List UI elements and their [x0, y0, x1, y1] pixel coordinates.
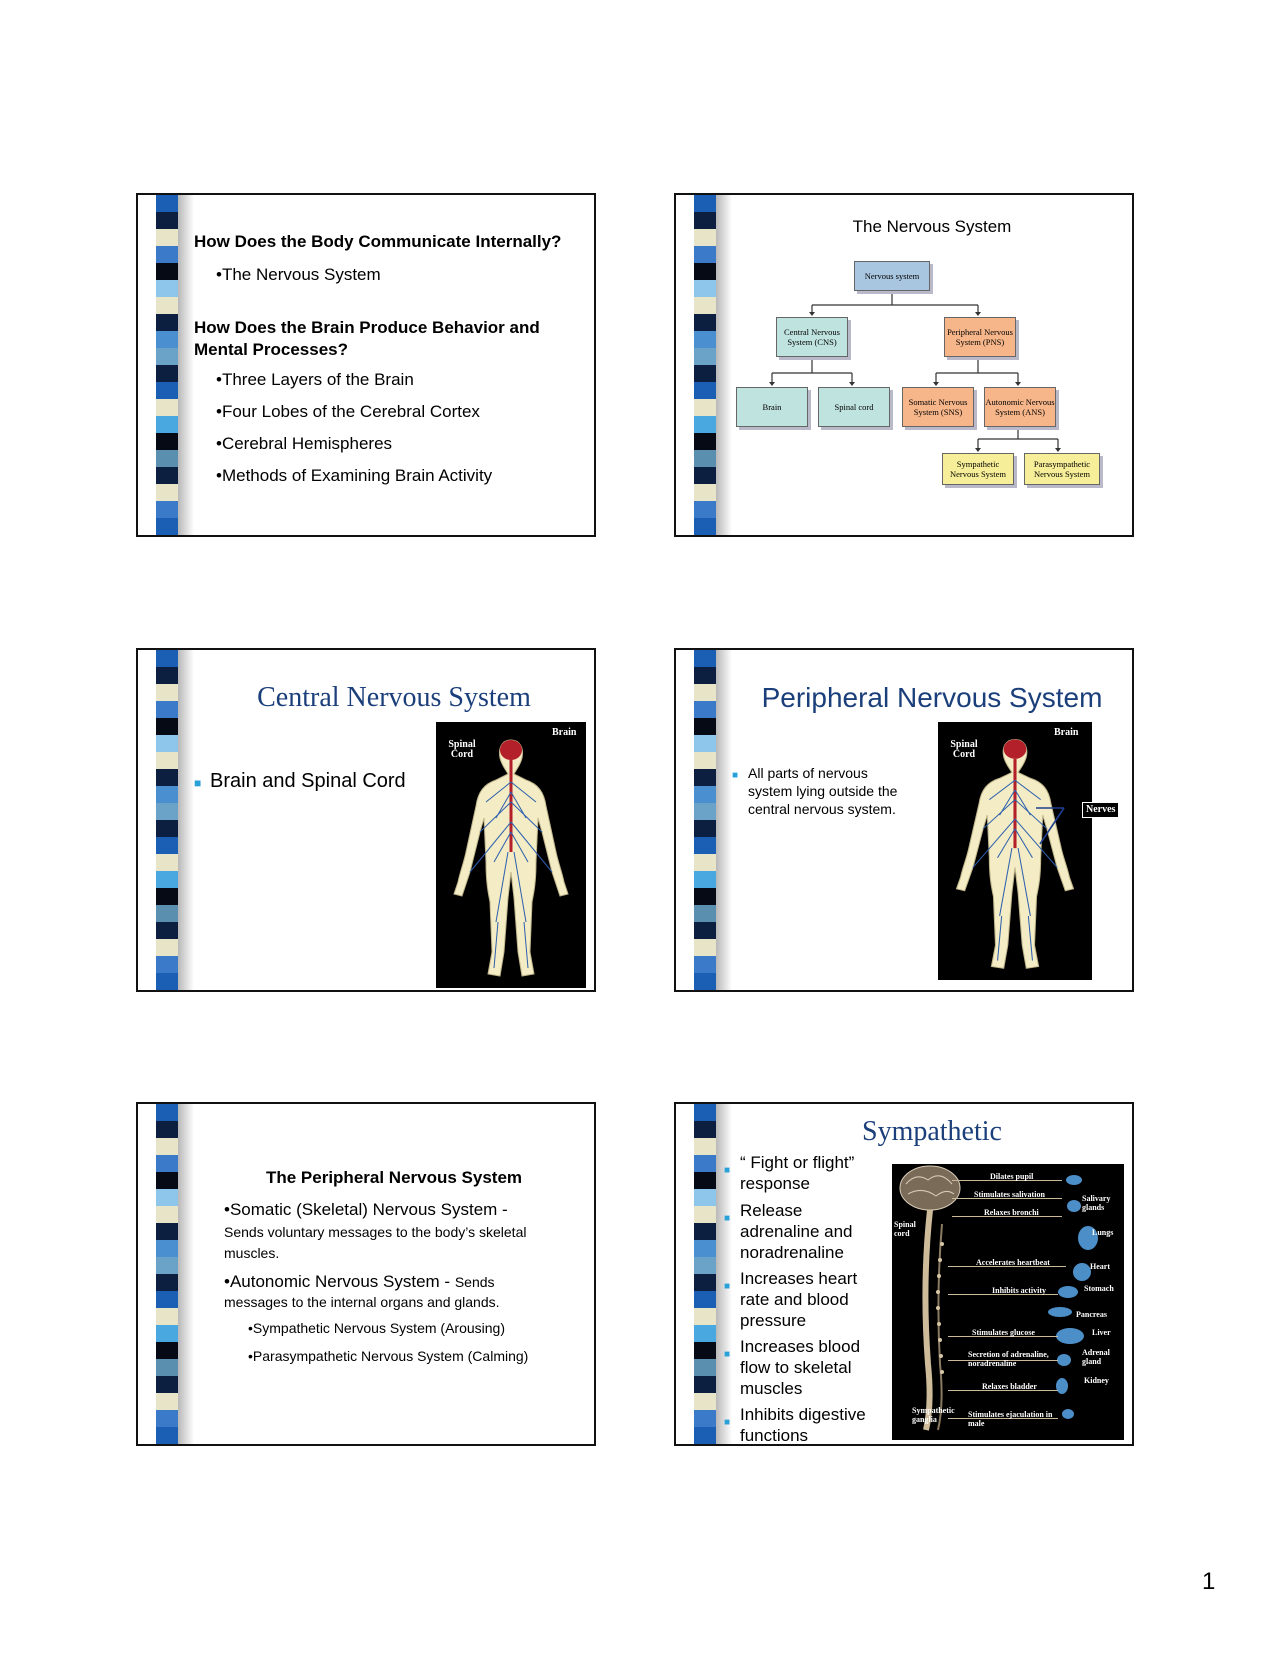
slide2-title: The Nervous System	[852, 217, 1012, 236]
sympathetic-bullet: Increases heart rate and blood pressure	[740, 1269, 858, 1330]
slide-6: Sympathetic ■ “ Fight or flight” respons…	[674, 1102, 1134, 1446]
bullet-square-icon: ■	[724, 1165, 731, 1176]
sympathetic-diagram: Dilates pupil Stimulates salivation Rela…	[892, 1164, 1124, 1440]
sympathetic-bullet: “ Fight or flight” response	[740, 1153, 855, 1193]
slide-4: Peripheral Nervous System ■ All parts of…	[674, 648, 1134, 992]
slide-2: The Nervous System	[674, 193, 1134, 537]
action-label: Accelerates heartbeat	[976, 1258, 1050, 1267]
box-ans: Autonomic Nervous System (ANS)	[984, 387, 1056, 427]
action-label: Stimulates glucose	[972, 1328, 1035, 1337]
box-cns: Central Nervous System (CNS)	[776, 317, 848, 357]
action-label: Stimulates salivation	[974, 1190, 1045, 1199]
bullet-square-icon: ■	[732, 770, 739, 781]
slide1-bullet: •Methods of Examining Brain Activity	[216, 466, 493, 485]
slide6-title: Sympathetic	[862, 1116, 1002, 1147]
slide4-title: Peripheral Nervous System	[761, 682, 1103, 713]
slide3-bullet: Brain and Spinal Cord	[210, 770, 406, 792]
organ-label: Salivary glands	[1082, 1194, 1111, 1212]
bullet-square-icon: ■	[724, 1213, 731, 1224]
slide1-bullet: •Four Lobes of the Cerebral Cortex	[216, 402, 480, 421]
page-number: 1	[1202, 1568, 1216, 1595]
organ-label: Lungs	[1092, 1228, 1114, 1237]
box-parasympathetic: Parasympathetic Nervous System	[1024, 453, 1100, 485]
nervous-system-diagram: The Nervous System	[732, 195, 1132, 535]
slide1-heading-1: How Does the Body Communicate Internally…	[194, 232, 562, 251]
action-label: Dilates pupil	[990, 1172, 1034, 1181]
autonomic-sends: Sends	[454, 1274, 495, 1290]
somatic-heading: •Somatic (Skeletal) Nervous System -	[224, 1200, 508, 1219]
sympathetic-bullet: Inhibits digestive functions	[740, 1405, 866, 1445]
organ-label: Heart	[1090, 1262, 1110, 1271]
organ-label: Kidney	[1084, 1376, 1109, 1385]
diagram-connectors	[769, 291, 1061, 452]
autonomic-description: messages to the internal organs and glan…	[224, 1294, 500, 1310]
slide-5: The Peripheral Nervous System •Somatic (…	[136, 1102, 596, 1446]
label-brain: Brain	[1054, 727, 1079, 738]
box-spinal-cord: Spinal cord	[818, 387, 890, 427]
autonomic-heading: •Autonomic Nervous System -	[224, 1272, 451, 1291]
organ-label: Pancreas	[1076, 1310, 1107, 1319]
slide1-bullet: •Cerebral Hemispheres	[216, 434, 393, 453]
slide5-title: The Peripheral Nervous System	[265, 1168, 523, 1187]
organ-label: Stomach	[1084, 1284, 1114, 1293]
nervous-system-body-image: Brain Spinal Cord Nerves	[938, 722, 1120, 980]
sympathetic-item: •Sympathetic Nervous System (Arousing)	[248, 1320, 505, 1336]
action-label: Relaxes bronchi	[984, 1208, 1039, 1217]
bullet-square-icon: ■	[724, 1349, 731, 1360]
decorative-strip	[156, 1104, 178, 1444]
decorative-strip	[156, 650, 178, 990]
slide1-bullet: •Three Layers of the Brain	[216, 370, 414, 389]
box-sympathetic: Sympathetic Nervous System	[942, 453, 1014, 485]
autonomic-heading-line: •Autonomic Nervous System - Sends	[224, 1272, 495, 1292]
bullet-square-icon: ■	[194, 776, 202, 790]
somatic-description: Sends voluntary messages to the body’s s…	[224, 1224, 527, 1261]
decorative-strip	[694, 1104, 716, 1444]
slide1-heading-2: How Does the Brain Produce Behavior and …	[194, 318, 540, 359]
action-label: Relaxes bladder	[982, 1382, 1037, 1391]
sympathetic-bullet: Release adrenaline and noradrenaline	[740, 1201, 853, 1262]
decorative-strip	[694, 195, 716, 535]
parasympathetic-item: •Parasympathetic Nervous System (Calming…	[248, 1348, 529, 1364]
spinal-cord-label: Spinal cord	[894, 1220, 916, 1238]
sympathetic-ganglia-label: Sympathetic ganglia	[912, 1406, 955, 1424]
nervous-system-body-image: Brain Spinal Cord	[436, 722, 586, 988]
label-brain: Brain	[552, 727, 577, 738]
action-label: Inhibits activity	[992, 1286, 1047, 1295]
label-spinal-cord: Spinal Cord	[950, 739, 978, 760]
bullet-square-icon: ■	[724, 1417, 731, 1428]
box-brain: Brain	[736, 387, 808, 427]
bullet-square-icon: ■	[724, 1281, 731, 1292]
box-nervous-system: Nervous system	[854, 261, 930, 291]
box-pns: Peripheral Nervous System (PNS)	[944, 317, 1016, 357]
label-spinal-cord: Spinal Cord	[448, 739, 476, 760]
decorative-strip	[694, 650, 716, 990]
slide3-title: Central Nervous System	[257, 682, 531, 713]
label-nerves: Nerves	[1082, 802, 1120, 818]
decorative-strip	[156, 195, 178, 535]
slide1-bullet: •The Nervous System	[216, 265, 381, 284]
slide4-bullet: All parts of nervous system lying outsid…	[748, 765, 898, 817]
slide-1: How Does the Body Communicate Internally…	[136, 193, 596, 537]
action-label: Secretion of adrenaline, noradrenaline	[968, 1350, 1049, 1368]
organ-label: Liver	[1092, 1328, 1111, 1337]
sympathetic-bullet: Increases blood flow to skeletal muscles	[740, 1337, 861, 1398]
action-label: Stimulates ejaculation in male	[968, 1410, 1053, 1428]
organ-label: Adrenal gland	[1082, 1348, 1110, 1366]
slide-3: Central Nervous System ■ Brain and Spina…	[136, 648, 596, 992]
box-sns: Somatic Nervous System (SNS)	[902, 387, 974, 427]
